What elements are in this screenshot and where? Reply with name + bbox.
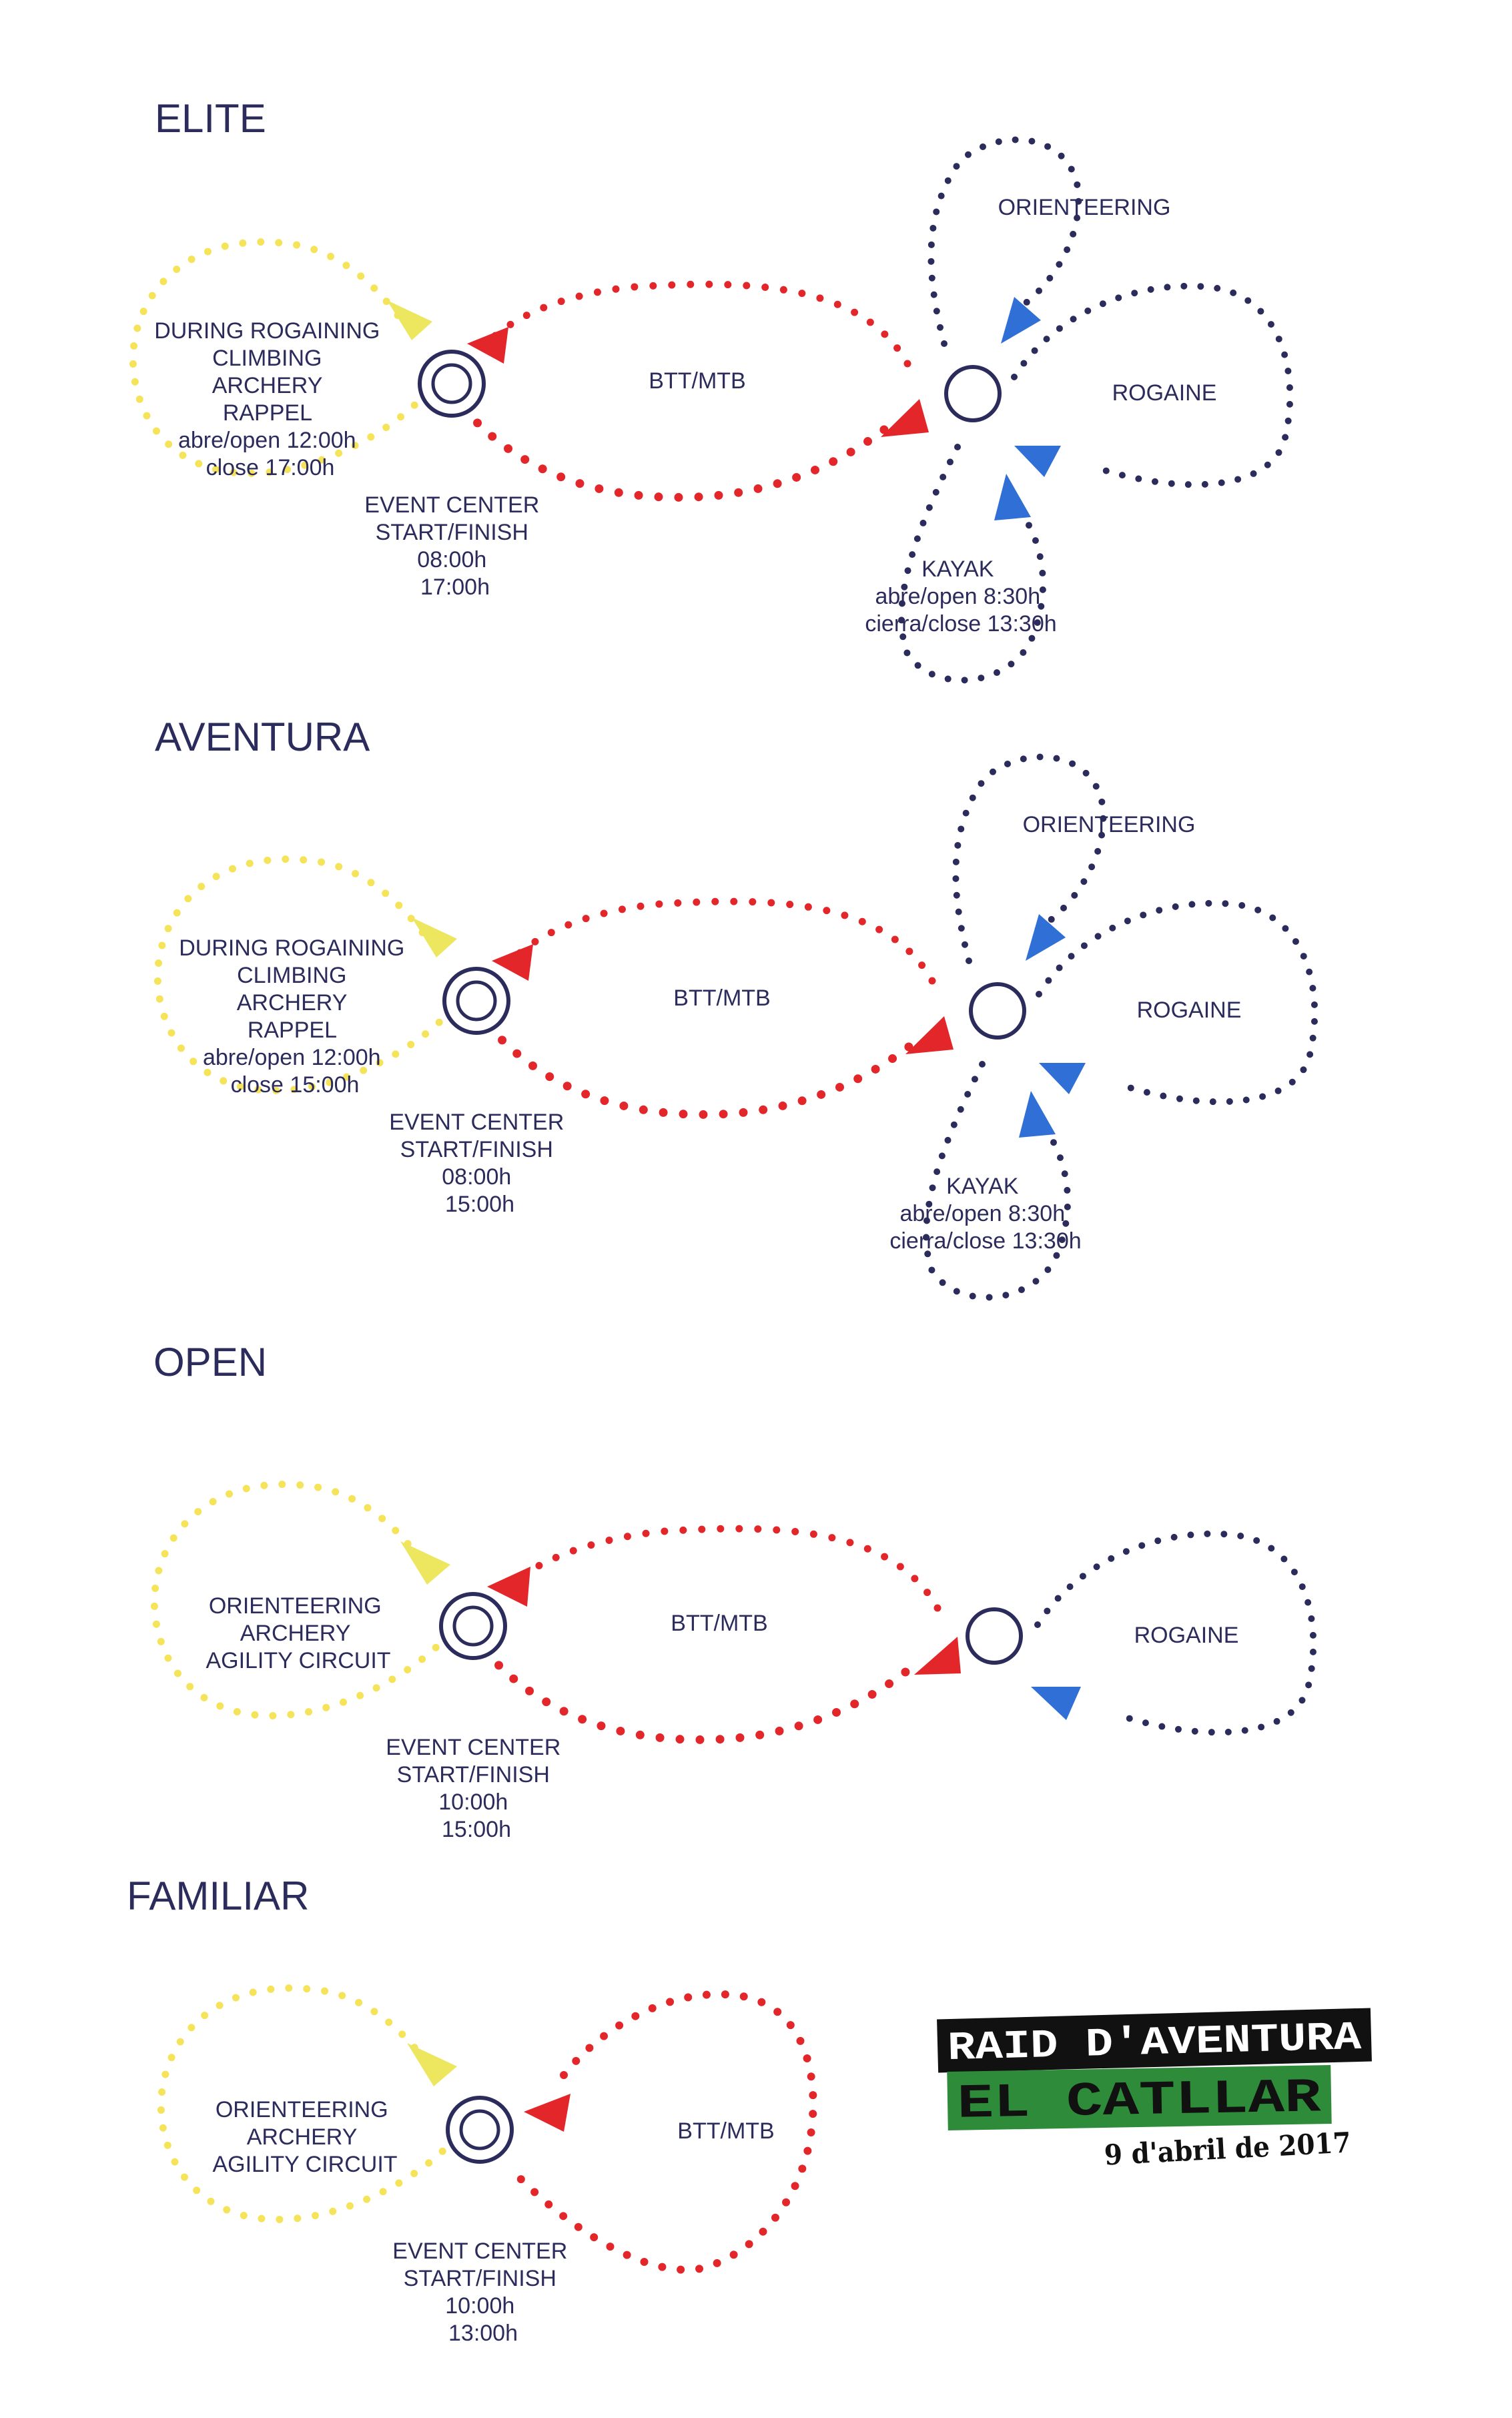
kayak-labels: KAYAK abre/open 8:30h cierra/close 13:30… — [865, 556, 1056, 637]
event-logo: RAID D'AVENTURA EL CATLLAR 9 d'abril de … — [937, 2008, 1372, 2172]
orienteering-loop — [927, 136, 1082, 347]
section-title: OPEN — [153, 1340, 267, 1384]
left-loop-labels: ORIENTEERING ARCHERY AGILITY CIRCUIT — [206, 1593, 390, 1673]
rogaine-label: ROGAINE — [1134, 1623, 1239, 1648]
logo-line2: EL CATLLAR — [957, 2070, 1322, 2132]
hub-node — [966, 1607, 1023, 1665]
bike-loop-lower — [459, 404, 892, 502]
bike-label: BTT/MTB — [671, 1611, 767, 1636]
arrow-red-into-event-center — [467, 327, 508, 364]
event-center-labels: EVENT CENTER START/FINISH 08:00h 15:00h — [389, 1110, 570, 1217]
orienteering-loop — [952, 753, 1107, 964]
arrow-yellow — [387, 300, 432, 340]
orienteering-label: ORIENTEERING — [1023, 812, 1196, 837]
left-loop-labels: DURING ROGAINING CLIMBING ARCHERY RAPPEL… — [179, 935, 411, 1098]
event-center-node-inner — [459, 2109, 500, 2150]
hub-node — [969, 982, 1026, 1040]
arrow-yellow — [400, 1541, 450, 1585]
arrow-red-into-event-center — [524, 2094, 571, 2132]
logo-line1: RAID D'AVENTURA — [947, 2016, 1362, 2072]
arrow-red-into-hub — [881, 399, 929, 437]
logo-date: 9 d'abril de 2017 — [1104, 2126, 1352, 2171]
arrow-blue-kayak — [994, 474, 1031, 520]
event-center-node-outer — [446, 2096, 514, 2164]
arrow-blue-rogaine — [1039, 1063, 1086, 1094]
rogaine-label: ROGAINE — [1112, 380, 1217, 406]
rogaine-loop — [1036, 899, 1318, 1106]
left-loop-labels: ORIENTEERING ARCHERY AGILITY CIRCUIT — [212, 2097, 397, 2177]
activity-loop-yellow — [150, 1481, 452, 1719]
orienteering-label: ORIENTEERING — [998, 195, 1171, 220]
arrow-red-into-hub — [914, 1637, 961, 1675]
arrow-blue-kayak — [1019, 1091, 1056, 1138]
arrow-blue-orienteering — [1026, 914, 1066, 961]
kayak-labels: KAYAK abre/open 8:30h cierra/close 13:30… — [889, 1174, 1081, 1254]
activity-loop-yellow — [153, 855, 456, 1094]
rogaine-loop — [1034, 1530, 1317, 1736]
bike-loop-lower — [484, 1021, 917, 1119]
logo-line2-bg — [947, 2064, 1332, 2131]
left-loop-labels: DURING ROGAINING CLIMBING ARCHERY RAPPEL… — [154, 318, 386, 480]
arrow-red-into-hub — [905, 1016, 954, 1054]
hub-node — [944, 365, 1002, 422]
section-familiar: FAMILIAR ORIENTEERING ARCHERY AGILITY CI… — [127, 1874, 817, 2346]
arrow-red-into-event-center — [492, 944, 533, 981]
bike-label: BTT/MTB — [649, 368, 745, 394]
bike-loop — [506, 1990, 817, 2274]
section-elite: ELITE DURING ROGAINING CLIMBING ARCHERY … — [129, 96, 1294, 684]
bike-loop-upper — [490, 280, 911, 368]
arrow-blue-orienteering — [1001, 297, 1041, 344]
arrow-red-into-event-center — [487, 1567, 530, 1607]
event-center-node-inner — [456, 980, 497, 1022]
bike-loop-lower — [480, 1646, 913, 1744]
section-open: OPEN ORIENTEERING ARCHERY AGILITY CIRCUI… — [150, 1340, 1317, 1842]
section-title: FAMILIAR — [127, 1874, 309, 1918]
rogaine-label: ROGAINE — [1137, 997, 1242, 1023]
arrow-yellow — [407, 2043, 457, 2086]
logo-line1-bg — [937, 2008, 1372, 2073]
event-center-labels: EVENT CENTER START/FINISH 08:00h 17:00h — [364, 492, 545, 600]
event-center-node-inner — [431, 363, 472, 404]
rogaine-loop — [1011, 282, 1294, 488]
event-center-node-inner — [452, 1605, 494, 1647]
event-center-node-outer — [439, 1592, 507, 1660]
arrow-blue-rogaine — [1031, 1687, 1081, 1720]
event-center-node-outer — [442, 967, 510, 1035]
arrow-blue-rogaine — [1014, 446, 1061, 477]
section-aventura: AVENTURA DURING ROGAINING CLIMBING ARCHE… — [153, 715, 1318, 1301]
bike-loop-upper — [514, 897, 936, 985]
section-title: AVENTURA — [155, 715, 370, 759]
event-center-labels: EVENT CENTER START/FINISH 10:00h 13:00h — [392, 2239, 573, 2346]
arrow-yellow — [412, 917, 457, 957]
section-title: ELITE — [155, 96, 266, 141]
activity-loop-yellow — [129, 238, 431, 477]
event-center-node-outer — [418, 350, 486, 418]
bike-label: BTT/MTB — [673, 985, 770, 1011]
bike-loop-upper — [511, 1525, 941, 1612]
activity-loop-yellow — [157, 1984, 459, 2223]
bike-label: BTT/MTB — [677, 2118, 774, 2144]
event-center-labels: EVENT CENTER START/FINISH 10:00h 15:00h — [386, 1735, 566, 1842]
